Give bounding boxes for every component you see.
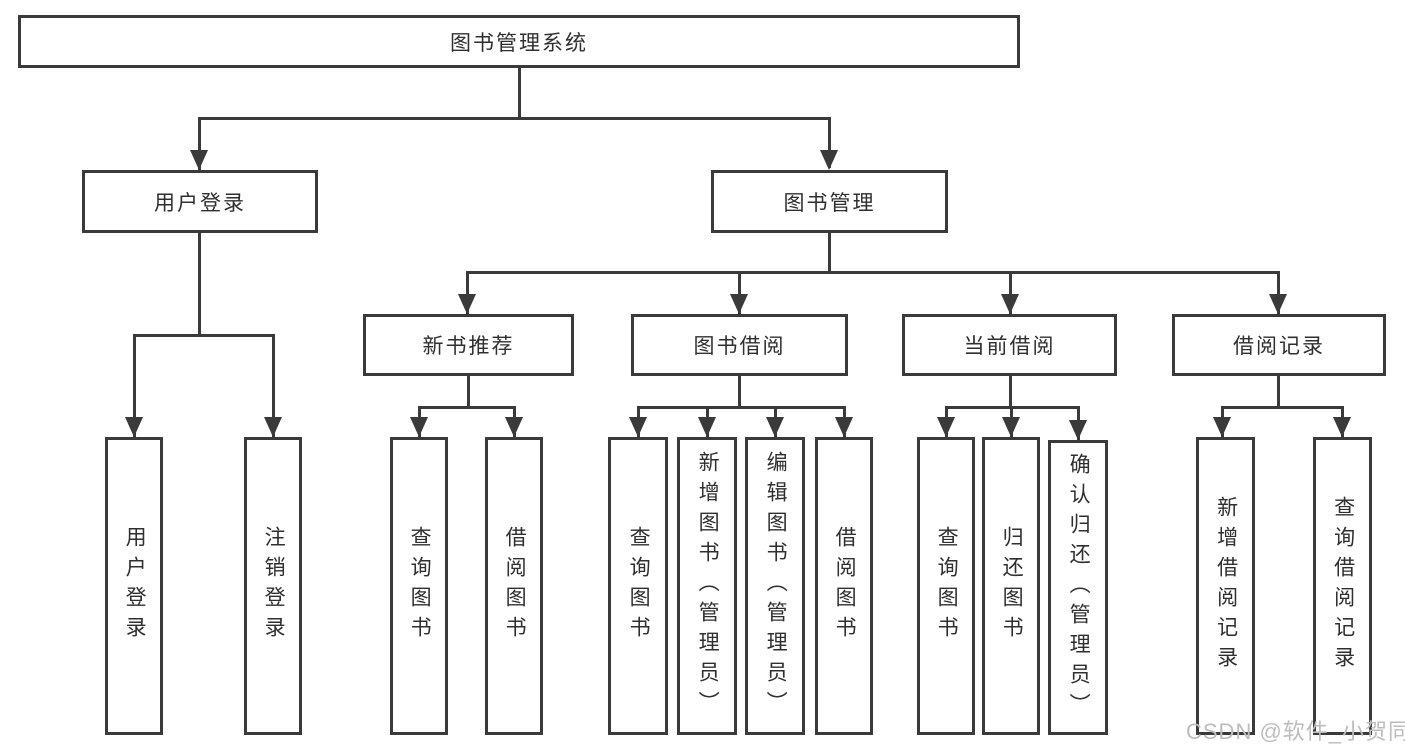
leaf-edit-book-admin-label: 编辑图书（管理员） — [764, 451, 788, 721]
connector-line — [738, 272, 741, 314]
node-new-book-recommend-label: 新书推荐 — [422, 335, 515, 358]
node-book-management-label: 图书管理 — [783, 191, 876, 215]
leaf-query-borrow-record-label: 查询借阅记录 — [1331, 496, 1355, 676]
leaf-query-borrow-record: 查询借阅记录 — [1313, 437, 1372, 735]
node-root-label: 图书管理系统 — [450, 31, 588, 55]
connector-line — [828, 118, 831, 168]
leaf-logout-label: 注销登录 — [262, 526, 286, 646]
arrow-down-icon — [264, 417, 282, 437]
leaf-confirm-return-admin: 确认归还（管理员） — [1048, 440, 1108, 735]
leaf-return-book: 归还图书 — [982, 437, 1040, 735]
arrow-down-icon — [505, 417, 523, 437]
arrow-down-icon — [820, 150, 838, 170]
leaf-add-borrow-record-label: 新增借阅记录 — [1214, 496, 1238, 676]
node-current-borrow: 当前借阅 — [902, 314, 1117, 376]
leaf-edit-book-admin: 编辑图书（管理员） — [745, 437, 805, 735]
leaf-user-login-label: 用户登录 — [123, 526, 147, 646]
connector-line — [1277, 376, 1280, 407]
arrow-down-icon — [125, 417, 143, 437]
leaf-add-borrow-record: 新增借阅记录 — [1196, 437, 1255, 735]
node-borrow-record: 借阅记录 — [1172, 314, 1386, 376]
connector-line — [418, 406, 516, 409]
arrow-down-icon — [190, 150, 208, 170]
connector-line — [272, 335, 275, 437]
arrow-down-icon — [766, 417, 784, 437]
connector-line — [466, 271, 1280, 274]
arrow-down-icon — [1002, 417, 1020, 437]
arrow-down-icon — [730, 294, 748, 314]
connector-line — [198, 233, 201, 335]
connector-line — [1009, 376, 1012, 407]
node-new-book-recommend: 新书推荐 — [363, 314, 574, 376]
leaf-add-book-admin-label: 新增图书（管理员） — [696, 451, 720, 721]
arrow-down-icon — [458, 294, 476, 314]
connector-line — [738, 376, 741, 407]
node-root: 图书管理系统 — [18, 15, 1020, 68]
arrow-down-icon — [835, 417, 853, 437]
leaf-query-books-current: 查询图书 — [917, 437, 975, 735]
arrow-down-icon — [410, 417, 428, 437]
arrow-down-icon — [1213, 417, 1231, 437]
node-book-borrow: 图书借阅 — [631, 314, 848, 376]
node-book-borrow-label: 图书借阅 — [693, 335, 786, 358]
connector-line — [1277, 272, 1280, 314]
watermark: CSDN @软件_小贺同学 — [1186, 719, 1405, 744]
connector-line — [637, 406, 846, 409]
connector-line — [467, 376, 470, 407]
leaf-query-books-current-label: 查询图书 — [935, 526, 959, 646]
leaf-logout: 注销登录 — [244, 437, 302, 735]
connector-line — [133, 334, 275, 337]
leaf-confirm-return-admin-label: 确认归还（管理员） — [1067, 452, 1091, 723]
leaf-return-book-label: 归还图书 — [1000, 526, 1024, 646]
node-user-login: 用户登录 — [82, 170, 318, 233]
arrow-down-icon — [1069, 420, 1087, 440]
leaf-borrow-books: 借阅图书 — [815, 437, 873, 735]
node-book-management: 图书管理 — [711, 170, 948, 233]
leaf-query-books-borrow: 查询图书 — [608, 437, 668, 735]
leaf-query-books-recommend: 查询图书 — [390, 437, 448, 735]
connector-line — [198, 117, 831, 120]
arrow-down-icon — [698, 417, 716, 437]
connector-line — [1009, 272, 1012, 314]
leaf-query-books-recommend-label: 查询图书 — [408, 526, 432, 646]
connector-line — [466, 272, 469, 314]
connector-line — [198, 118, 201, 170]
connector-line — [133, 335, 136, 437]
connector-line — [945, 406, 1080, 409]
connector-line — [828, 233, 831, 272]
leaf-query-books-borrow-label: 查询图书 — [627, 526, 651, 646]
connector-line — [518, 68, 521, 118]
leaf-user-login: 用户登录 — [105, 437, 163, 735]
node-user-login-label: 用户登录 — [154, 191, 246, 215]
node-borrow-record-label: 借阅记录 — [1233, 335, 1325, 358]
arrow-down-icon — [1269, 294, 1287, 314]
arrow-down-icon — [629, 417, 647, 437]
arrow-down-icon — [1001, 294, 1019, 314]
arrow-down-icon — [1333, 417, 1351, 437]
node-current-borrow-label: 当前借阅 — [963, 335, 1056, 358]
leaf-borrow-books-label: 借阅图书 — [833, 526, 857, 646]
connector-line — [1221, 406, 1344, 409]
leaf-add-book-admin: 新增图书（管理员） — [677, 437, 737, 735]
leaf-borrow-books-recommend: 借阅图书 — [485, 437, 543, 735]
leaf-borrow-books-recommend-label: 借阅图书 — [503, 526, 527, 646]
arrow-down-icon — [937, 417, 955, 437]
